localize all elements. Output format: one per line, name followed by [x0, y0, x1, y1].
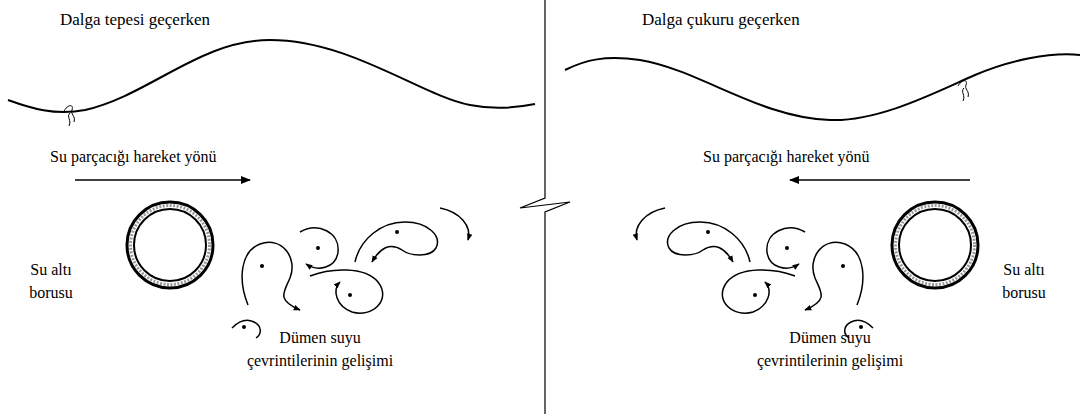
flow-arrow	[75, 179, 250, 181]
pipe-right	[892, 202, 978, 288]
pipe-label: Su altı borusu	[985, 258, 1063, 304]
panel-divider	[520, 0, 570, 414]
flow-label: Su parçacığı hareket yönü	[703, 145, 870, 168]
panel-title: Dalga çukuru geçerken	[642, 8, 800, 33]
wave-break	[958, 81, 968, 101]
pipe-left	[127, 202, 213, 288]
wave-surface	[565, 54, 1080, 120]
pipe-label: Su altı borusu	[12, 258, 90, 304]
eddy-label: Dümen suyu çevrintilerinin gelişimi	[745, 326, 915, 372]
eddy-label: Dümen suyu çevrintilerinin gelişimi	[235, 326, 405, 372]
eddies	[232, 208, 469, 338]
panel-title: Dalga tepesi geçerken	[60, 8, 210, 33]
eddies-mirrored	[636, 208, 873, 338]
flow-label: Su parçacığı hareket yönü	[50, 145, 217, 168]
flow-arrow	[790, 179, 970, 181]
wave-surface	[8, 40, 535, 112]
wave-break	[64, 106, 74, 126]
